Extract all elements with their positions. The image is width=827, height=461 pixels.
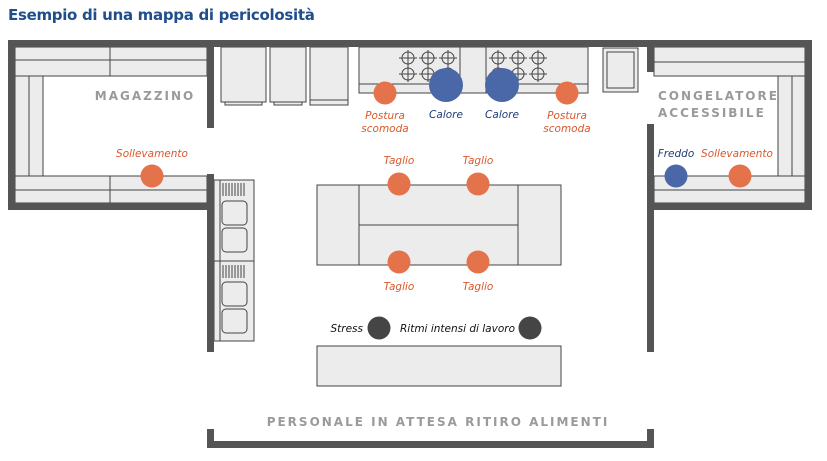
hazard-dot-cut-top-left [387, 172, 411, 196]
hazard-label-cut-bottom-right: Taglio [463, 281, 494, 293]
hazard-label-work-pace: Ritmi intensi di lavoro [400, 323, 515, 335]
hazard-label-stress: Stress [331, 323, 364, 335]
hazard-label-heat-1: Calore [429, 109, 463, 121]
hazard-dot-cold [664, 164, 688, 188]
storage-shelves [14, 46, 208, 204]
hazard-label-lifting-freezer: Sollevamento [701, 148, 773, 160]
burner-grate [529, 50, 547, 66]
hazard-label-cold: Freddo [658, 148, 695, 160]
hazard-label-posture-right-2: scomoda [543, 123, 590, 135]
hazard-label-posture-right-1: Postura [547, 110, 587, 122]
hazard-dot-posture-left [373, 81, 397, 105]
room-label-freezer-1: CONGELATORE [658, 89, 779, 103]
burner-grate [529, 66, 547, 82]
hazard-dot-work-pace [518, 316, 542, 340]
hazard-dot-heat-2 [485, 68, 519, 102]
cooking-line [358, 46, 589, 94]
hazard-dot-heat-1 [429, 68, 463, 102]
small-appliance [602, 47, 639, 93]
hazard-dot-cut-top-right [466, 172, 490, 196]
hazard-label-posture-left-1: Postura [365, 110, 405, 122]
burner-grate [439, 50, 457, 66]
burner-grate [489, 50, 507, 66]
hazard-label-heat-2: Calore [485, 109, 519, 121]
pass-counter [316, 345, 562, 387]
refrigerators [220, 46, 349, 106]
hazard-label-cut-top-right: Taglio [463, 155, 494, 167]
hazard-label-cut-bottom-left: Taglio [384, 281, 415, 293]
room-label-storage: MAGAZZINO [95, 89, 195, 103]
hazard-label-posture-left-2: scomoda [361, 123, 408, 135]
hazard-dot-cut-bottom-left [387, 250, 411, 274]
hazard-dot-posture-right [555, 81, 579, 105]
hazard-label-lifting-storage: Sollevamento [116, 148, 188, 160]
hazard-label-cut-top-left: Taglio [384, 155, 415, 167]
burner-grate [419, 50, 437, 66]
prep-island [316, 184, 562, 266]
page-title: Esempio di una mappa di pericolosità [8, 6, 315, 24]
walls [8, 40, 812, 448]
room-label-freezer-2: ACCESSIBILE [658, 106, 766, 120]
burner-grate [399, 66, 417, 82]
hazard-dot-lifting-freezer [728, 164, 752, 188]
hazard-dot-lifting-storage [140, 164, 164, 188]
room-label-waiting: PERSONALE IN ATTESA RITIRO ALIMENTI [267, 415, 610, 429]
burner-grate [399, 50, 417, 66]
sinks [213, 179, 255, 342]
hazard-dot-stress [367, 316, 391, 340]
hazard-dot-cut-bottom-right [466, 250, 490, 274]
burner-grate [509, 50, 527, 66]
